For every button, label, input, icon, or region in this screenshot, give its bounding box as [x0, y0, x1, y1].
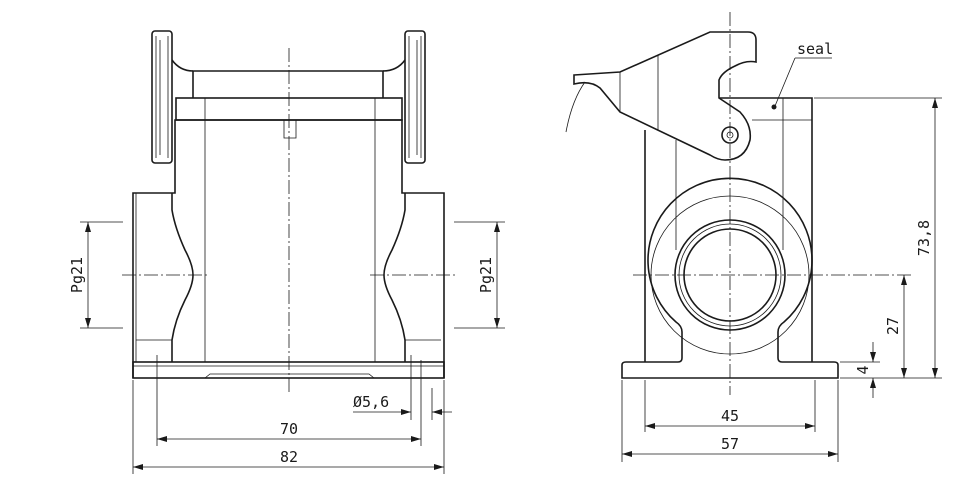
dimension-base-thickness: 4 [840, 342, 880, 398]
locking-lever-left [151, 30, 173, 164]
dimension-hole-diameter: Ø5,6 [353, 355, 452, 420]
locking-lever-side [565, 31, 757, 161]
thread-left-label: Pg21 [68, 257, 86, 293]
dimension-thread-right: Pg21 [454, 221, 505, 329]
seal-callout: seal [771, 40, 833, 110]
dimension-gland-height: 27 [884, 275, 907, 378]
hole-spacing-label: 70 [280, 420, 298, 438]
dimension-thread-left: Pg21 [68, 221, 123, 329]
dimension-overall-width: 82 [132, 380, 445, 474]
seal-label: seal [797, 40, 833, 58]
overall-width-label: 82 [280, 448, 298, 466]
dimension-overall-width-side: 57 [621, 380, 839, 462]
side-view: seal 73,8 27 4 45 57 [565, 12, 942, 462]
dimension-hole-spacing-side: 45 [644, 380, 816, 432]
dimension-hole-spacing: 70 [156, 355, 422, 446]
housing-front-outline [132, 59, 445, 379]
hole-spacing-side-label: 45 [721, 407, 739, 425]
hole-diameter-label: Ø5,6 [353, 393, 389, 411]
front-view: Pg21 Pg21 Ø5,6 70 82 [68, 30, 505, 474]
locking-lever-right [404, 30, 426, 164]
overall-width-side-label: 57 [721, 435, 739, 453]
gland-height-label: 27 [884, 317, 902, 335]
thread-right-label: Pg21 [477, 257, 495, 293]
base-thickness-label: 4 [854, 365, 872, 374]
dimension-overall-height: 73,8 [814, 97, 942, 379]
overall-height-label: 73,8 [915, 220, 933, 256]
